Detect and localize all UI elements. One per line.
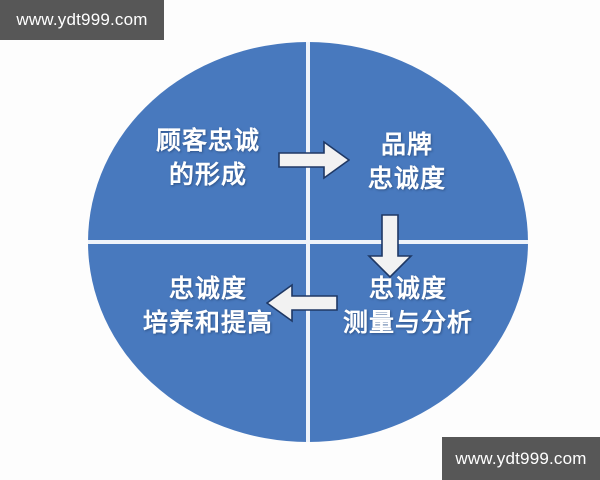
- arrow-right-icon: [278, 140, 351, 180]
- quadrant-label-bottom-right-line1: 忠诚度: [368, 274, 447, 303]
- quadrant-label-top-left: 顾客忠诚 的形成: [128, 124, 288, 192]
- watermark-bottom-right: www.ydt999.com: [442, 437, 600, 480]
- quadrant-label-top-right-line2: 忠诚度: [367, 163, 446, 193]
- quadrant-label-top-right: 品牌 忠诚度: [332, 128, 482, 196]
- quadrant-label-top-left-line1: 顾客忠诚: [155, 126, 260, 155]
- quadrant-label-bottom-left: 忠诚度 培养和提高: [118, 272, 298, 340]
- quadrant-label-bottom-right-line2: 测量与分析: [342, 307, 473, 337]
- horizontal-divider: [88, 240, 528, 244]
- quadrant-label-top-right-line1: 品牌: [380, 130, 433, 159]
- quadrant-label-top-left-line2: 的形成: [168, 159, 247, 189]
- watermark-top-left: www.ydt999.com: [0, 0, 164, 40]
- quadrant-label-bottom-left-line1: 忠诚度: [168, 274, 247, 303]
- arrow-left-icon: [265, 283, 338, 323]
- quadrant-label-bottom-right: 忠诚度 测量与分析: [318, 272, 498, 340]
- quadrant-label-bottom-left-line2: 培养和提高: [142, 307, 273, 337]
- arrow-down-icon: [366, 214, 414, 279]
